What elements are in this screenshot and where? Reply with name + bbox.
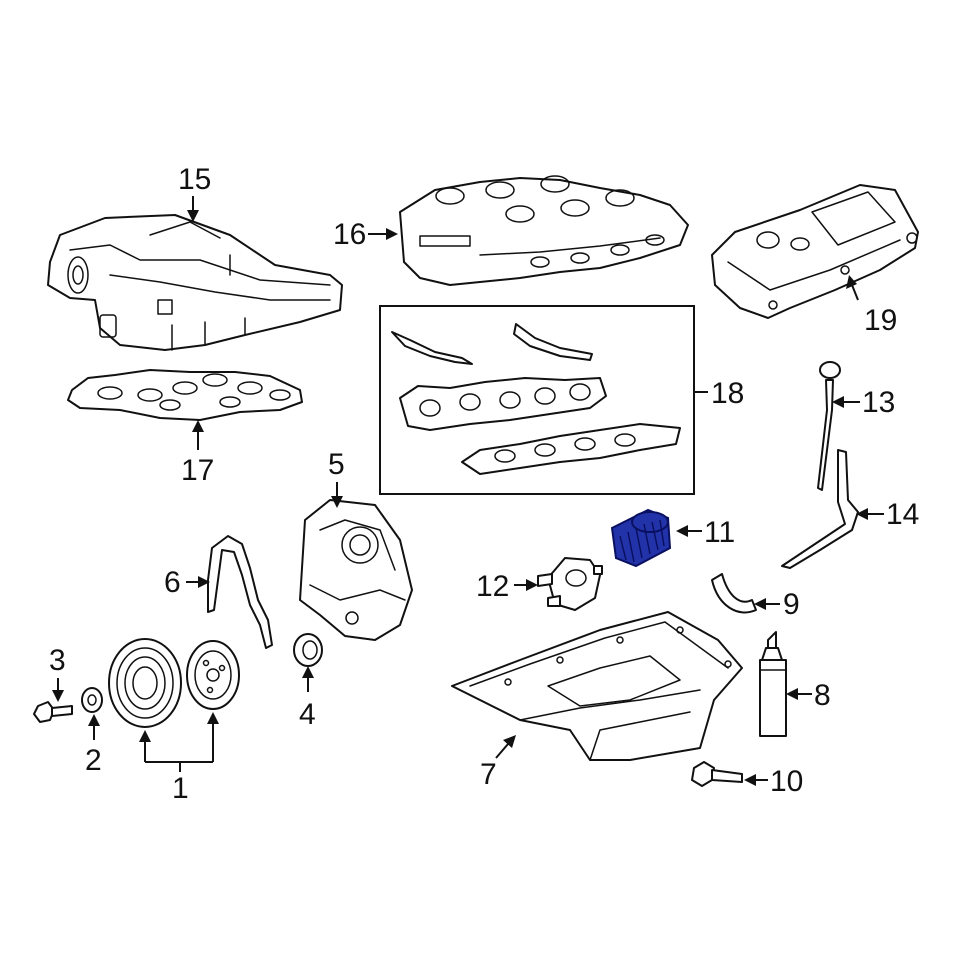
callout-label-6: 6 <box>164 566 181 599</box>
part-2-washer[interactable] <box>81 687 103 713</box>
arrowhead-9 <box>754 598 766 610</box>
callout-label-10: 10 <box>770 765 803 798</box>
callout-18: 18 <box>694 377 744 410</box>
arrowhead-2 <box>88 714 100 726</box>
callout-13: 13 <box>832 386 895 419</box>
callout-15: 15 <box>178 163 211 222</box>
callout-7: 7 <box>480 735 516 791</box>
part-10-drain-bolt[interactable] <box>691 761 743 787</box>
callout-12: 12 <box>476 570 538 603</box>
arrowhead-11 <box>676 525 688 537</box>
arrowhead-12 <box>526 579 538 591</box>
arrowhead-10 <box>744 774 756 786</box>
part-14-dipstick-tube[interactable] <box>781 449 859 569</box>
callout-label-12: 12 <box>476 570 509 603</box>
callout-2: 2 <box>85 714 102 777</box>
callout-label-16: 16 <box>333 218 366 251</box>
part-12-filter-adapter[interactable] <box>537 557 603 611</box>
arrowhead-7 <box>503 735 516 748</box>
part-4-front-seal[interactable] <box>293 633 323 667</box>
callout-label-13: 13 <box>862 386 895 419</box>
part-19-valve-cover[interactable] <box>711 184 919 319</box>
arrowhead-19 <box>846 275 857 289</box>
part-13-dipstick[interactable] <box>817 361 841 491</box>
callout-label-5: 5 <box>328 448 345 481</box>
callout-4: 4 <box>299 666 316 731</box>
callout-label-2: 2 <box>85 744 102 777</box>
callout-label-17: 17 <box>181 454 214 487</box>
leader-line-19 <box>851 284 859 301</box>
callout-label-11: 11 <box>704 516 735 549</box>
callout-16: 16 <box>333 218 398 251</box>
callout-label-1: 1 <box>172 772 189 805</box>
callout-14: 14 <box>856 498 919 531</box>
arrowhead-17 <box>192 420 204 432</box>
part-6-cover-gasket[interactable] <box>207 535 273 649</box>
callout-label-4: 4 <box>299 698 316 731</box>
callout-label-9: 9 <box>783 588 800 621</box>
callout-6: 6 <box>164 566 210 599</box>
arrowhead-3 <box>52 690 64 702</box>
callout-3: 3 <box>49 644 66 702</box>
part-8-sealant-tube[interactable] <box>759 631 787 737</box>
part-16-exhaust-manifold[interactable] <box>399 175 689 286</box>
part-17-intake-gasket[interactable] <box>67 369 303 421</box>
callout-11: 11 <box>676 516 735 549</box>
part-9-seal[interactable] <box>711 573 757 614</box>
arrowhead-14 <box>856 508 868 520</box>
callout-8: 8 <box>786 679 831 712</box>
part-3-bolt[interactable] <box>33 701 73 723</box>
arrowhead-1-right <box>207 712 219 724</box>
leader-line-7 <box>495 743 509 759</box>
arrowhead-8 <box>786 688 798 700</box>
part-15-intake-manifold[interactable] <box>47 214 343 351</box>
arrowhead-15 <box>187 210 199 222</box>
arrowhead-5 <box>331 496 343 508</box>
callout-label-8: 8 <box>814 679 831 712</box>
callout-1: 1 <box>139 712 219 805</box>
arrowhead-4 <box>302 666 314 678</box>
callout-5: 5 <box>328 448 345 508</box>
callout-label-7: 7 <box>480 758 497 791</box>
arrowhead-1-left <box>139 730 151 742</box>
part-5-timing-cover[interactable] <box>299 499 413 641</box>
gasket-kit-box <box>379 305 695 495</box>
callout-label-14: 14 <box>886 498 919 531</box>
callout-9: 9 <box>754 588 800 621</box>
part-18-gasket-kit[interactable] <box>379 305 695 495</box>
part-7-oil-pan[interactable] <box>451 611 743 761</box>
callout-label-15: 15 <box>178 163 211 196</box>
part-1-pulleys[interactable] <box>108 638 240 728</box>
callout-19: 19 <box>846 275 897 337</box>
callout-label-19: 19 <box>864 304 897 337</box>
arrowhead-13 <box>832 396 844 408</box>
part-11-oil-filter[interactable] <box>610 508 672 568</box>
callout-label-18: 18 <box>711 377 744 410</box>
arrowhead-6 <box>198 576 210 588</box>
arrowhead-16 <box>386 228 398 240</box>
callout-label-3: 3 <box>49 644 66 677</box>
callout-17: 17 <box>181 420 214 487</box>
callout-10: 10 <box>744 765 803 798</box>
